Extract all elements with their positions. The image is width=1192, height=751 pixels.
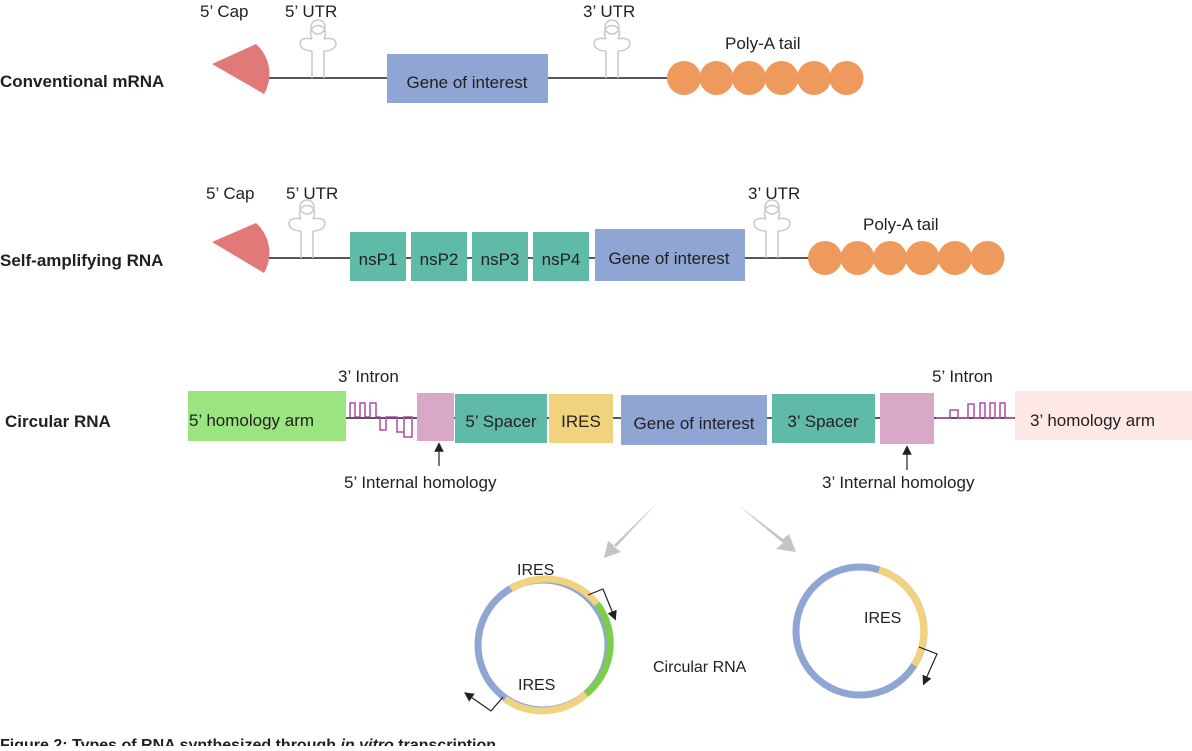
homology-arm-3-box: [1015, 391, 1192, 440]
polya-bead: [732, 61, 766, 95]
nsp-box: [472, 232, 528, 281]
row-label-conventional: Conventional mRNA: [0, 72, 164, 91]
utr3-label: 3’ UTR: [583, 2, 635, 21]
utr-3-stemloop-icon: [593, 19, 631, 78]
promoter-arrow-icon: [918, 646, 938, 686]
figure-caption: Figure 2: Types of RNA synthesized throu…: [0, 737, 496, 746]
cap-label: 5’ Cap: [206, 184, 255, 203]
gene-of-interest-box: [595, 229, 745, 281]
gray-arrow-right-icon: [738, 505, 796, 552]
polya-bead: [970, 241, 1005, 275]
promoter-arrow-icon: [464, 692, 504, 712]
caption-italic: in vitro: [340, 737, 394, 746]
nsp-label: nsP1: [359, 250, 398, 269]
circular-rna-center-label: Circular RNA: [653, 659, 747, 676]
nsp-boxes: nsP1 nsP2 nsP3 nsP4: [350, 232, 589, 281]
polya-bead: [905, 241, 940, 275]
polya-bead: [840, 241, 875, 275]
internal3-label: 3’ Internal homology: [822, 473, 975, 492]
utr-5-stemloop-icon: [299, 19, 337, 78]
polya-bead: [699, 61, 734, 95]
polya-bead: [797, 61, 831, 95]
spacer-3-box: [772, 394, 875, 443]
spacer-5-box: [455, 394, 547, 443]
gene-label: Gene of interest: [407, 73, 528, 92]
homology-arm-5-box: [188, 391, 346, 441]
utr-5-stemloop-icon: [288, 199, 326, 258]
ires-label-bottom: IRES: [518, 677, 555, 694]
circular-rna-left: IRES IRES: [464, 562, 617, 715]
nsp-box: [350, 232, 406, 281]
utr5-label: 5’ UTR: [286, 184, 338, 203]
cap-shape: [212, 223, 270, 273]
polya-bead: [764, 61, 799, 95]
ires-label: IRES: [864, 610, 901, 627]
circularization-products: IRES IRES Circular RNA IRES: [464, 503, 938, 715]
ires-arc: [509, 575, 600, 607]
polya-bead: [808, 241, 842, 275]
polya-bead: [829, 61, 864, 95]
green-arc: [583, 601, 614, 697]
polya-label: Poly-A tail: [863, 215, 939, 234]
ires-label-top: IRES: [517, 562, 554, 579]
internal-homology-5-box: [417, 393, 454, 441]
caption-prefix: Figure 2: Types of RNA synthesized throu…: [0, 737, 340, 746]
row-label-selfamp: Self-amplifying RNA: [0, 251, 163, 270]
promoter-arrow-icon: [587, 588, 617, 621]
intron3-label: 3’ Intron: [338, 367, 399, 386]
polya-bead: [938, 241, 972, 275]
homology5-label: 5’ homology arm: [189, 411, 314, 430]
gene-label: Gene of interest: [609, 249, 730, 268]
spacer3-label: 3’ Spacer: [787, 412, 859, 431]
utr5-label: 5’ UTR: [285, 2, 337, 21]
caption-suffix: transcription: [394, 737, 496, 746]
conventional-mrna-row: Conventional mRNA 5’ Cap 5’ UTR Gene of …: [0, 2, 864, 103]
circular-rna-right: IRES: [792, 563, 938, 699]
intron-3-squiggle-icon: [349, 402, 413, 438]
internal-homology-3-box: [880, 393, 934, 444]
polya-bead: [873, 241, 907, 275]
nsp-label: nsP2: [420, 250, 459, 269]
ires-box: [549, 394, 613, 443]
gene-label: Gene of interest: [634, 414, 755, 433]
spacer5-label: 5’ Spacer: [465, 412, 537, 431]
gene-of-interest-box: [387, 54, 548, 103]
gene-of-interest-box: [621, 395, 767, 445]
internal5-label: 5’ Internal homology: [344, 473, 497, 492]
cap-shape: [212, 44, 270, 94]
polya-tail: [667, 61, 864, 95]
polya-label: Poly-A tail: [725, 34, 801, 53]
ires-label: IRES: [561, 412, 601, 431]
nsp-label: nsP3: [481, 250, 520, 269]
nsp-box: [411, 232, 467, 281]
circular-rna-row: Circular RNA 5’ homology arm 3’ Intron 5…: [5, 367, 1192, 492]
utr-3-stemloop-icon: [753, 199, 791, 258]
ires-arc: [502, 691, 589, 715]
nsp-box: [533, 232, 589, 281]
utr3-label: 3’ UTR: [748, 184, 800, 203]
polya-bead: [667, 61, 701, 95]
nsp-label: nsP4: [542, 250, 581, 269]
ires-arc: [877, 566, 928, 667]
cap-label: 5’ Cap: [200, 2, 249, 21]
gray-arrow-left-icon: [604, 503, 657, 558]
homology3-label: 3’ homology arm: [1030, 411, 1155, 430]
polya-tail: [808, 241, 1005, 275]
intron5-label: 5’ Intron: [932, 367, 993, 386]
intron-5-squiggle-icon: [936, 402, 1014, 419]
row-label-circular: Circular RNA: [5, 412, 111, 431]
